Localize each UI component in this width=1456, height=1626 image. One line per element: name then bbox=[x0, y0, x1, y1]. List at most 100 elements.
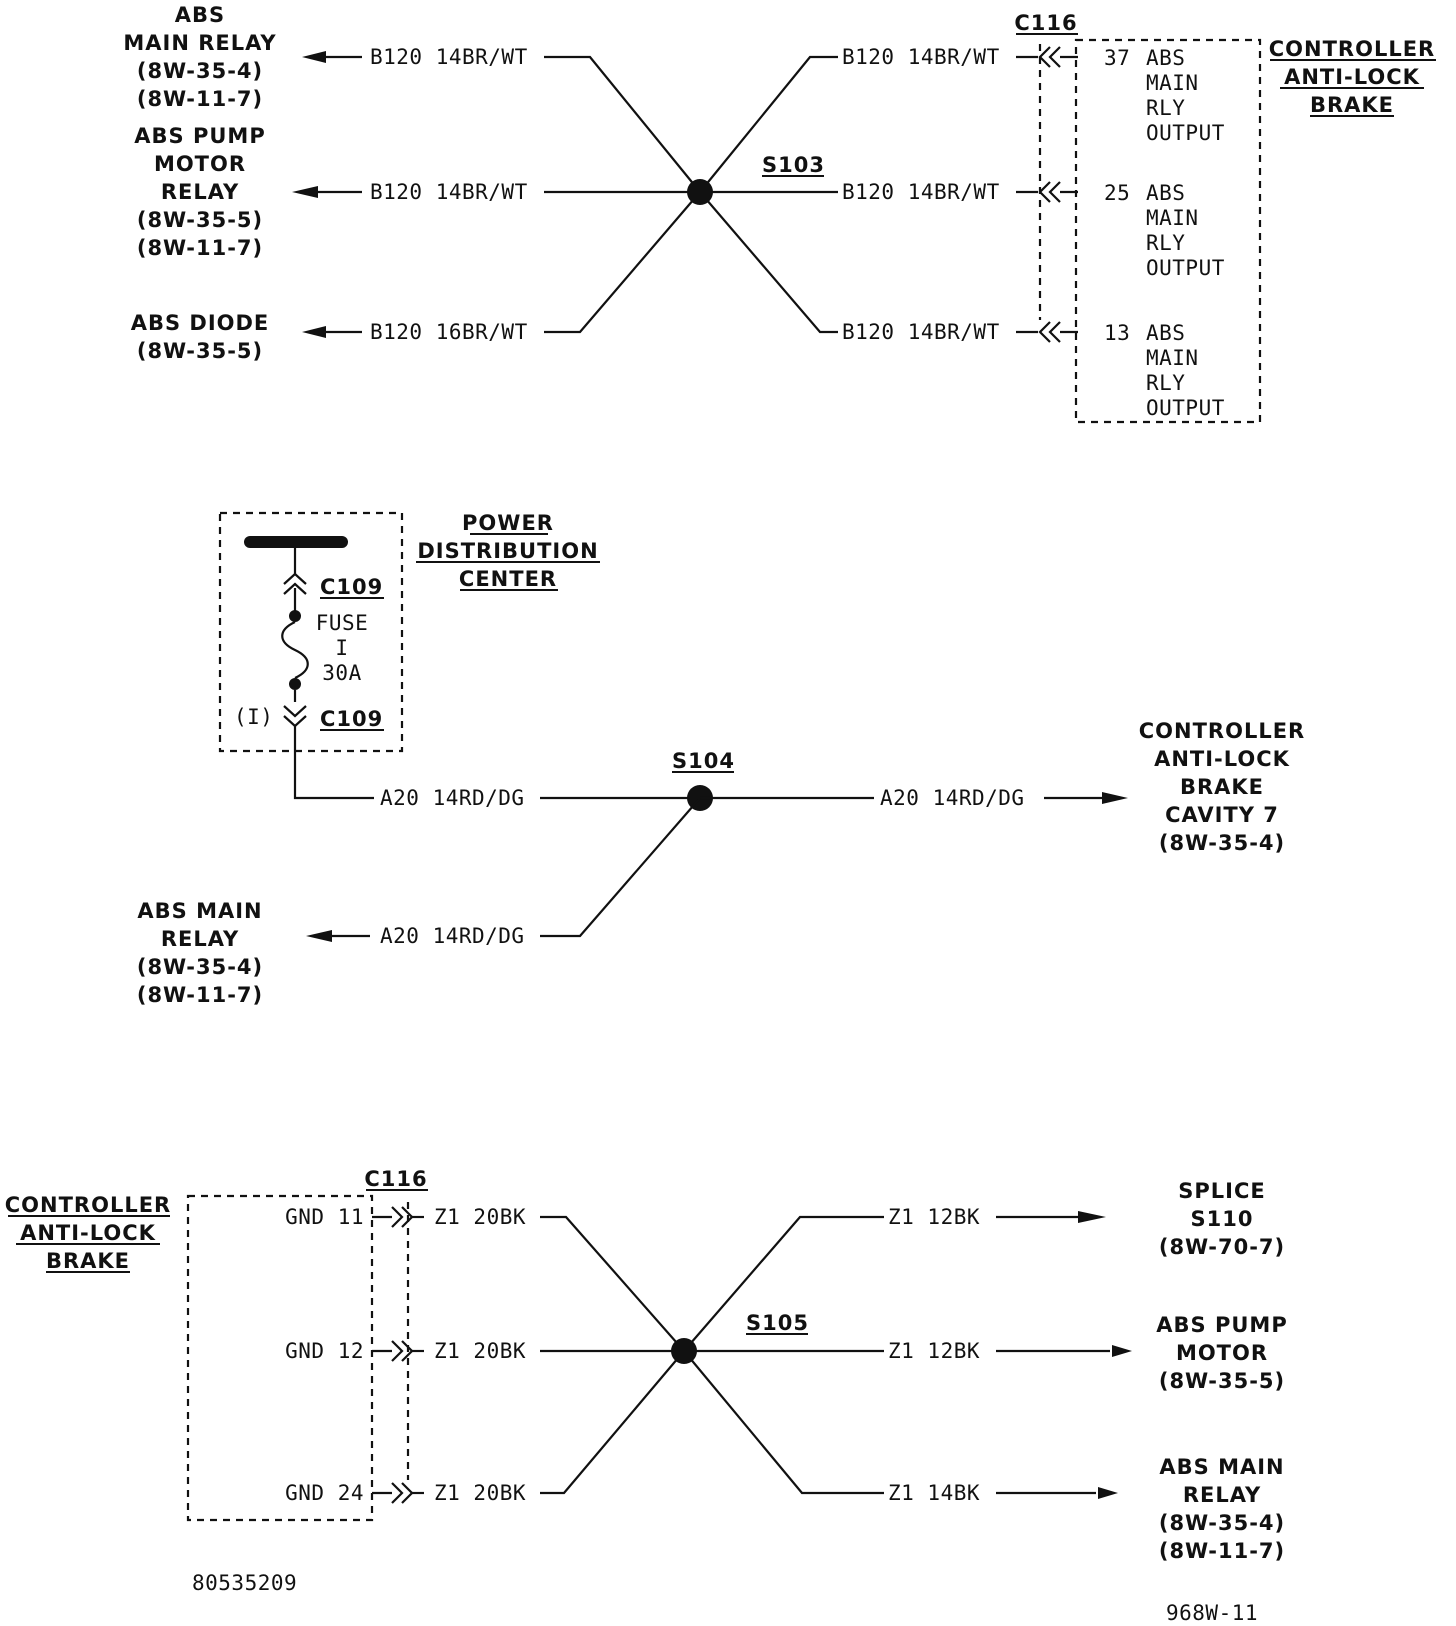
wire-label: A20 14RD/DG bbox=[380, 786, 525, 810]
arrow-left-icon bbox=[302, 51, 326, 63]
pin-label: GND 24 bbox=[285, 1481, 364, 1505]
dest-line: RELAY bbox=[161, 927, 239, 951]
connector-chevron-icon bbox=[372, 1340, 424, 1362]
top-left-dest-3: ABS DIODE (8W-35-5) bbox=[131, 311, 270, 363]
connector-chevron-icon bbox=[372, 1482, 424, 1504]
pin-25: 25 ABS MAIN RLY OUTPUT bbox=[1104, 181, 1224, 280]
wire-label: Z1 12BK bbox=[888, 1339, 980, 1363]
pin-func: ABS bbox=[1146, 46, 1185, 70]
fuse-icon bbox=[281, 621, 309, 679]
component-label: CONTROLLER ANTI-LOCK BRAKE bbox=[1269, 37, 1436, 117]
dest-abs-pump-motor: ABS PUMP MOTOR (8W-35-5) bbox=[1156, 1313, 1287, 1393]
connector-chevron-icon bbox=[372, 1206, 424, 1228]
wire-label: B120 14BR/WT bbox=[842, 180, 1000, 204]
pin-func: RLY bbox=[1146, 96, 1185, 120]
dest-line: CONTROLLER bbox=[1139, 719, 1305, 743]
wire-label: B120 16BR/WT bbox=[370, 320, 528, 344]
wire-label: B120 14BR/WT bbox=[370, 45, 528, 69]
dest-line: (8W-11-7) bbox=[137, 236, 263, 260]
connector-chevron-icon bbox=[1038, 181, 1078, 203]
figure-code: 80535209 bbox=[192, 1571, 297, 1595]
pdc-line: POWER bbox=[462, 511, 554, 535]
dest-line: SPLICE bbox=[1178, 1179, 1265, 1203]
pin-func: MAIN bbox=[1146, 71, 1199, 95]
fuse-label: 30A bbox=[322, 661, 361, 685]
dest-line: ABS MAIN bbox=[1159, 1455, 1284, 1479]
bus-bar bbox=[244, 536, 348, 548]
dest-line: RELAY bbox=[161, 180, 239, 204]
connector-label: C116 bbox=[1014, 11, 1077, 35]
wire-label: B120 14BR/WT bbox=[842, 320, 1000, 344]
splice-dot bbox=[687, 179, 713, 205]
wire bbox=[699, 191, 838, 334]
dest-line: MOTOR bbox=[1176, 1341, 1268, 1365]
arrow-left-icon bbox=[292, 186, 318, 198]
pin-37: 37 ABS MAIN RLY OUTPUT bbox=[1104, 46, 1225, 145]
pin-number: 13 bbox=[1104, 321, 1130, 345]
dest-line: S110 bbox=[1191, 1207, 1254, 1231]
top-left-dest-1: ABS MAIN RELAY (8W-35-4) (8W-11-7) bbox=[123, 3, 275, 111]
cavity-label: (I) bbox=[234, 705, 273, 729]
wire bbox=[683, 1215, 884, 1352]
wire-label: Z1 20BK bbox=[434, 1481, 526, 1505]
pin-number: 25 bbox=[1104, 181, 1130, 205]
component-line: ANTI-LOCK bbox=[20, 1221, 156, 1245]
connector-chevron-icon bbox=[1038, 46, 1078, 68]
dest-line: RELAY bbox=[1183, 1483, 1261, 1507]
pin-label: GND 12 bbox=[285, 1339, 364, 1363]
connector-chevron-icon bbox=[1038, 321, 1078, 343]
connector-label: C109 bbox=[320, 575, 383, 599]
wire-label: Z1 12BK bbox=[888, 1205, 980, 1229]
pin-func: MAIN bbox=[1146, 346, 1199, 370]
splice-label: S104 bbox=[672, 749, 735, 773]
component-line: CONTROLLER bbox=[1269, 37, 1435, 61]
connector-label: C116 bbox=[364, 1167, 427, 1191]
pin-func: OUTPUT bbox=[1146, 396, 1225, 420]
pin-13: 13 ABS MAIN RLY OUTPUT bbox=[1104, 321, 1225, 420]
bottom-section: CONTROLLER ANTI-LOCK BRAKE C116 GND 11 G… bbox=[5, 1167, 1287, 1563]
wire bbox=[544, 55, 701, 193]
component-line: BRAKE bbox=[46, 1249, 130, 1273]
dest-left: ABS MAIN RELAY (8W-35-4) (8W-11-7) bbox=[137, 899, 263, 1007]
wire-label: B120 14BR/WT bbox=[842, 45, 1000, 69]
controller-box bbox=[1074, 38, 1262, 424]
wire-label: A20 14RD/DG bbox=[880, 786, 1025, 810]
dest-right: CONTROLLER ANTI-LOCK BRAKE CAVITY 7 (8W-… bbox=[1139, 719, 1305, 855]
dest-line: ABS PUMP bbox=[1156, 1313, 1287, 1337]
wire-label: B120 14BR/WT bbox=[370, 180, 528, 204]
middle-section: POWER DISTRIBUTION CENTER C109 FUSE I 30… bbox=[137, 511, 1305, 1007]
splice-label: S103 bbox=[762, 153, 825, 177]
wire bbox=[683, 1350, 884, 1495]
wire bbox=[540, 797, 701, 938]
pin-func: OUTPUT bbox=[1146, 121, 1225, 145]
controller-box bbox=[186, 1194, 374, 1522]
splice-dot bbox=[671, 1338, 697, 1364]
page-code: 968W-11 bbox=[1166, 1601, 1258, 1625]
pdc-line: DISTRIBUTION bbox=[417, 539, 598, 563]
pin-number: 37 bbox=[1104, 46, 1130, 70]
component-line: CONTROLLER bbox=[5, 1193, 171, 1217]
wire-label: Z1 14BK bbox=[888, 1481, 980, 1505]
dest-line: (8W-35-4) bbox=[137, 955, 263, 979]
fuse-terminal bbox=[289, 678, 301, 690]
arrow-in-icon bbox=[1098, 1487, 1118, 1499]
dest-line: (8W-35-4) bbox=[1159, 1511, 1285, 1535]
dest-line: (8W-11-7) bbox=[137, 983, 263, 1007]
dest-line: MOTOR bbox=[154, 152, 246, 176]
wire bbox=[540, 1350, 685, 1495]
top-section: ABS MAIN RELAY (8W-35-4) (8W-11-7) ABS P… bbox=[123, 3, 1436, 424]
top-left-dest-2: ABS PUMP MOTOR RELAY (8W-35-5) (8W-11-7) bbox=[134, 124, 264, 260]
arrow-left-icon bbox=[306, 930, 332, 942]
dest-line: BRAKE bbox=[1180, 775, 1264, 799]
wire-label: Z1 20BK bbox=[434, 1205, 526, 1229]
wire bbox=[293, 726, 374, 800]
arrow-left-icon bbox=[302, 326, 326, 338]
component-line: ANTI-LOCK bbox=[1284, 65, 1420, 89]
dest-line: (8W-35-4) bbox=[137, 59, 263, 83]
arrow-right-icon bbox=[1078, 1211, 1106, 1223]
wire bbox=[544, 191, 701, 334]
wire-label: A20 14RD/DG bbox=[380, 924, 525, 948]
connector-chevron-icon bbox=[283, 705, 307, 728]
dest-line: ABS DIODE bbox=[131, 311, 270, 335]
